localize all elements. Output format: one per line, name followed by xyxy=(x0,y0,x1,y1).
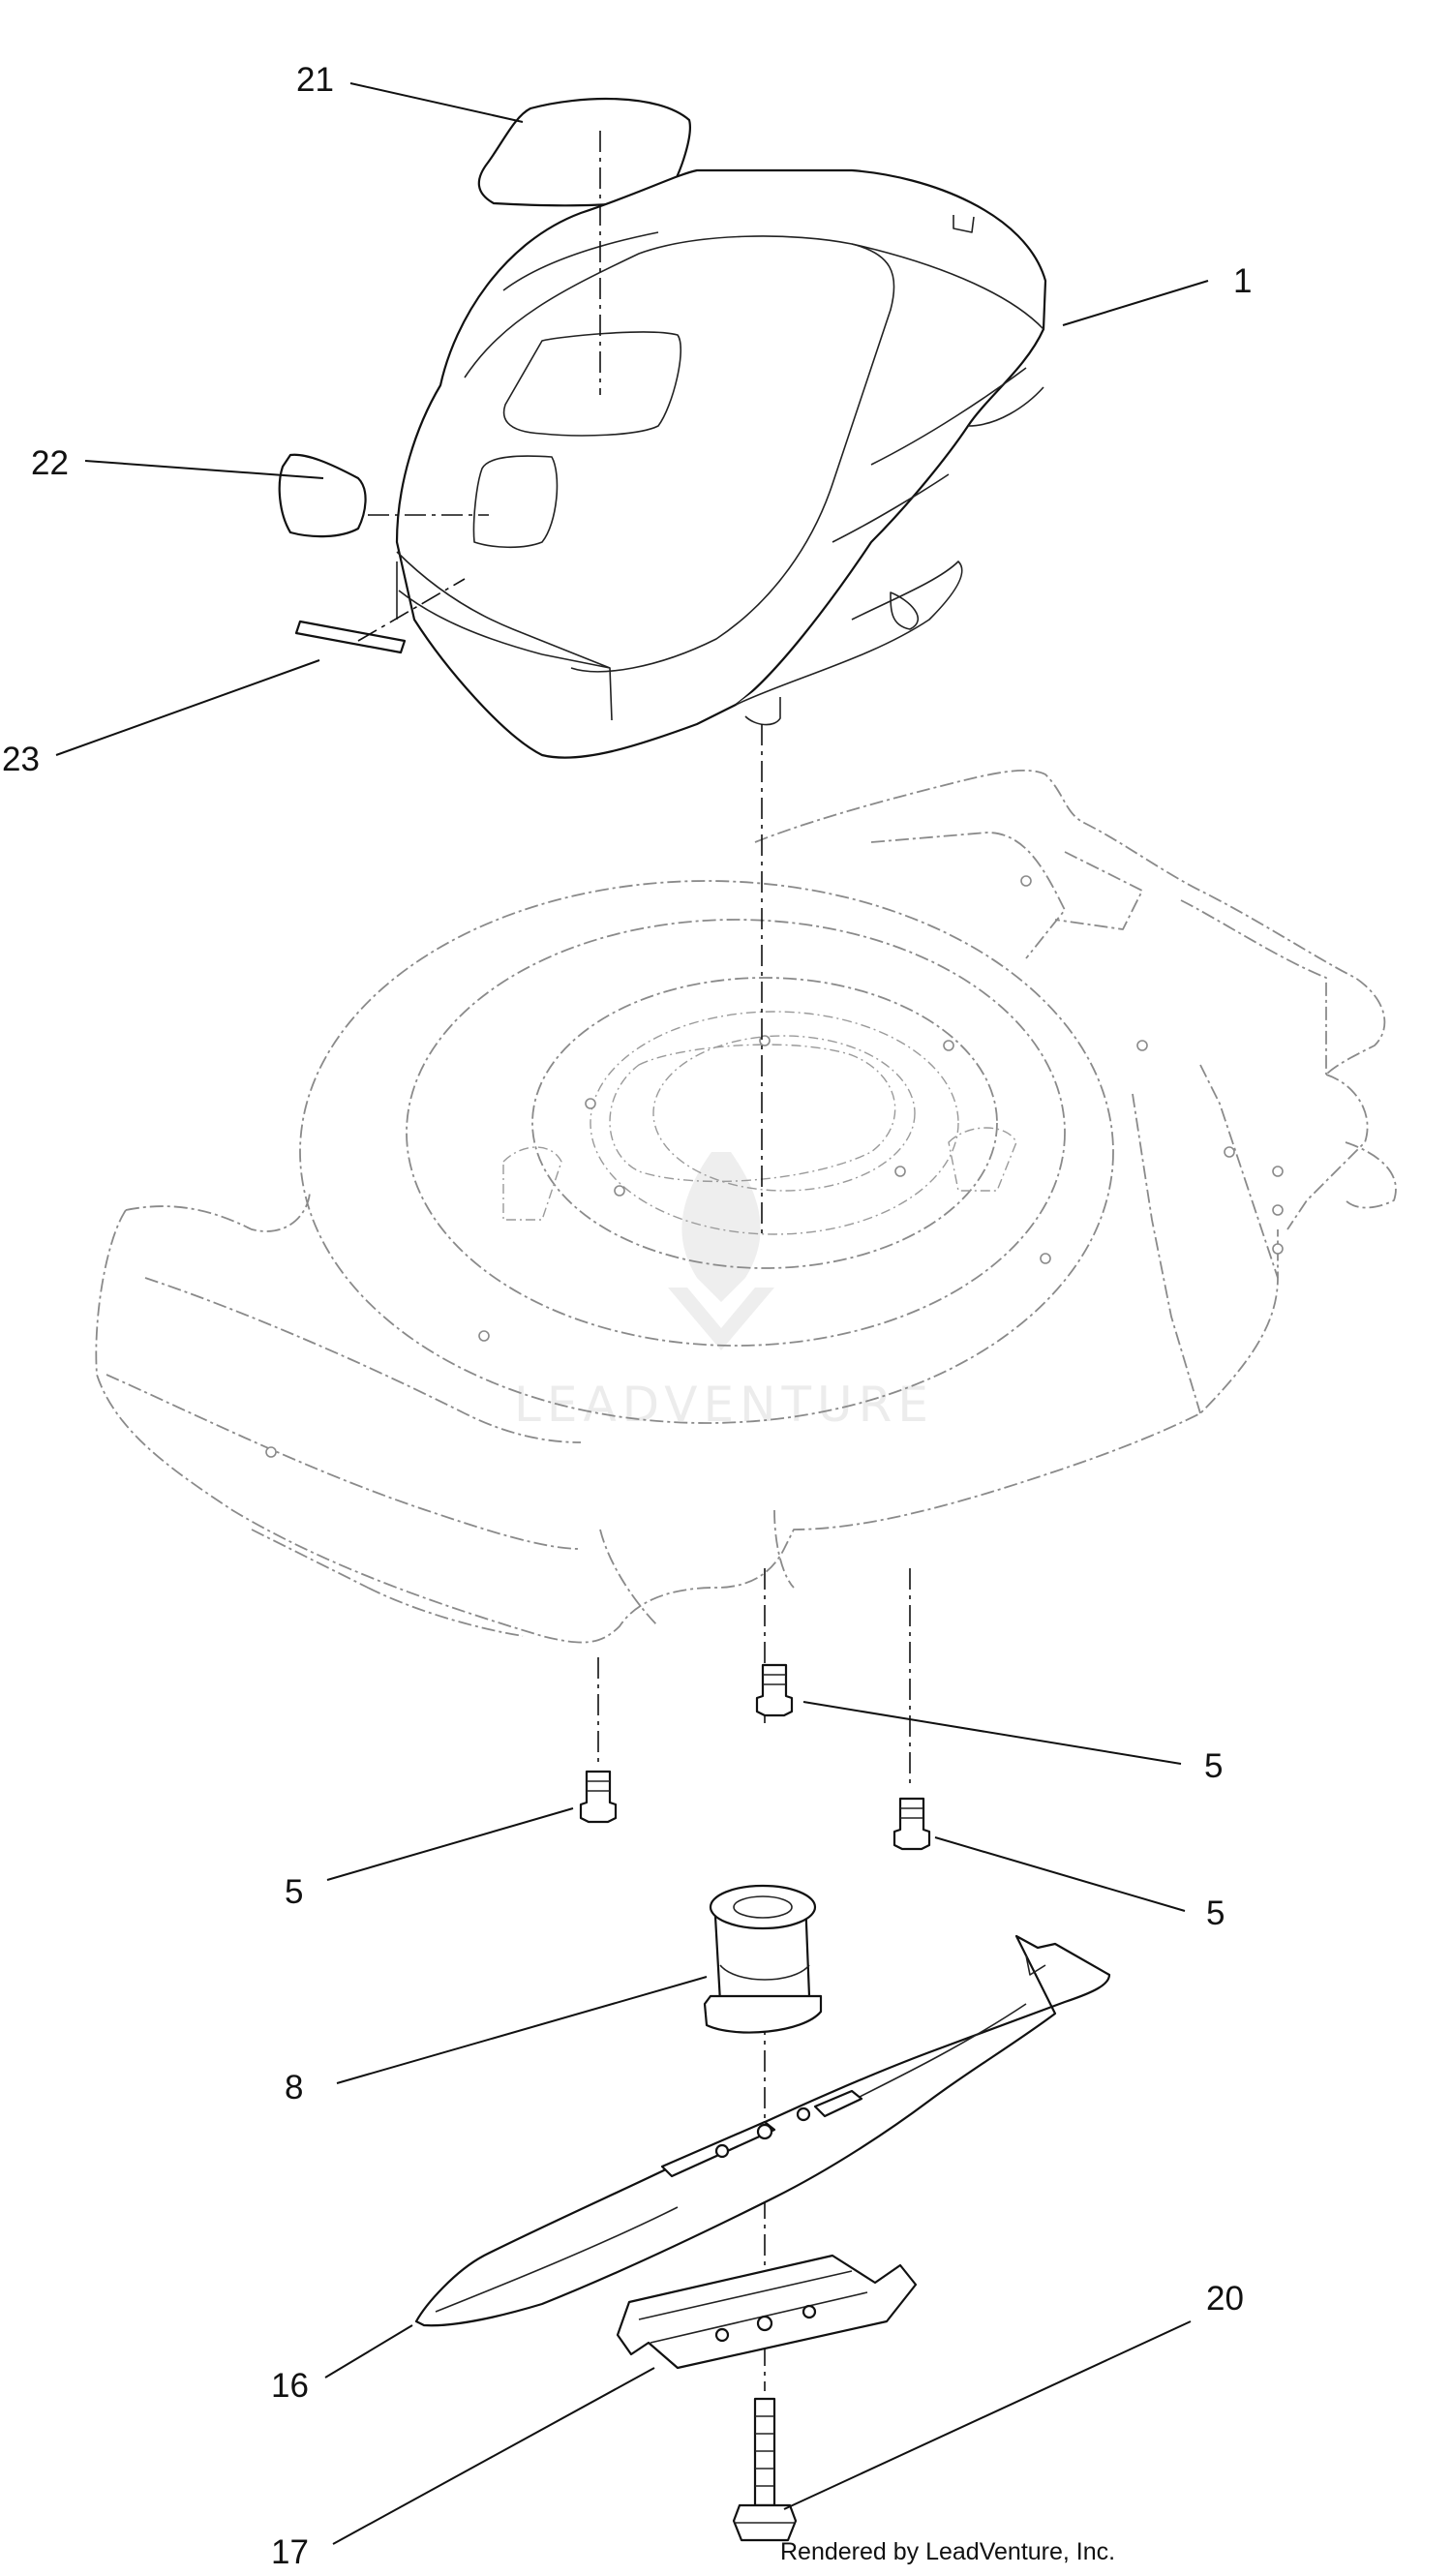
watermark: LEADVENTURE xyxy=(514,1152,934,1433)
part-1-engine-cover xyxy=(395,168,1047,759)
callout-5-center: 5 xyxy=(1204,1747,1223,1785)
watermark-text: LEADVENTURE xyxy=(514,1377,934,1433)
watermark-logo-icon xyxy=(668,1152,774,1350)
callout-22: 22 xyxy=(31,444,69,482)
callout-23: 23 xyxy=(2,741,40,778)
callout-5-right: 5 xyxy=(1206,1894,1225,1932)
part-20-blade-bolt xyxy=(732,2397,798,2542)
callout-17: 17 xyxy=(271,2533,309,2571)
part-5-bolt-right xyxy=(892,1797,931,1851)
callout-20: 20 xyxy=(1206,2280,1244,2318)
callout-21: 21 xyxy=(296,61,334,99)
part-8-blade-adapter xyxy=(703,1884,823,2034)
part-5-bolt-center xyxy=(755,1663,794,1717)
part-16-blade xyxy=(414,1934,1111,2327)
callout-8: 8 xyxy=(285,2069,303,2106)
callout-16: 16 xyxy=(271,2367,309,2405)
callout-labels: 21 1 22 23 5 5 5 8 16 17 20 xyxy=(2,61,1252,2571)
part-17-stiffener xyxy=(616,2254,918,2370)
part-23-strip-decal xyxy=(294,620,407,654)
part-5-bolt-left xyxy=(579,1770,618,1824)
callout-1: 1 xyxy=(1233,262,1252,300)
leader-lines xyxy=(55,82,1209,2545)
part-22-front-decal xyxy=(278,453,367,538)
callout-5-left: 5 xyxy=(285,1873,303,1911)
render-credit: Rendered by LeadVenture, Inc. xyxy=(780,2538,1115,2565)
mower-deck-ghost xyxy=(95,769,1397,1644)
